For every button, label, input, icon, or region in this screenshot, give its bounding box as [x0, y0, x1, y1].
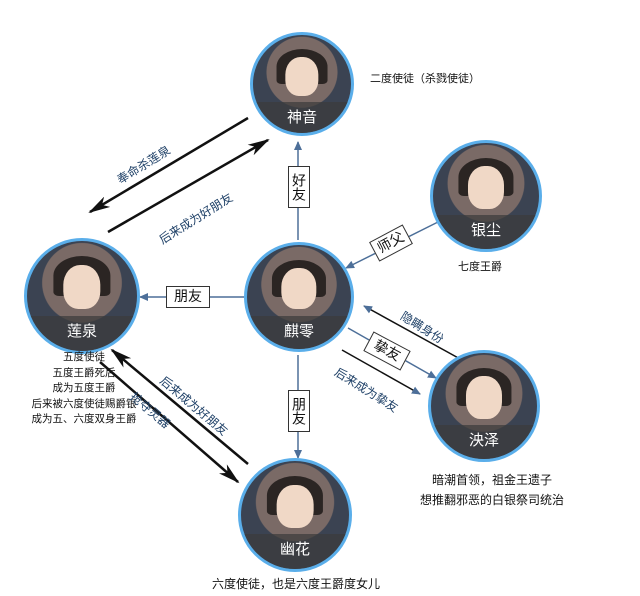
node-yinchen[interactable]: 银尘: [430, 140, 542, 252]
node-jueze[interactable]: 泱泽: [428, 350, 540, 462]
note-youhua: 六度使徒，也是六度王爵度女儿: [212, 577, 381, 591]
node-lianquan-name: 莲泉: [27, 315, 137, 351]
arrow-lianquan-youhua: [99, 361, 240, 484]
note-jueze: 暗潮首领，祖金王遗子 想推翻邪恶的白银祭司统治: [419, 473, 564, 507]
node-shenyin-name: 神音: [253, 101, 351, 133]
node-youhua[interactable]: 幽花: [238, 458, 352, 572]
arrow-qiling-jueze-2: [341, 349, 421, 395]
note-shenyin: 二度使徒（杀戮使徒）: [370, 72, 480, 85]
node-yinchen-name: 银尘: [433, 215, 539, 249]
node-qiling-name: 麒零: [247, 315, 351, 349]
arrow-jueze-qiling: [363, 305, 463, 361]
note-lianquan: 五度使徒 五度王爵死后 成为五度王爵 后来被六度使徒赐爵银 成为五、六度双身王爵: [31, 351, 137, 425]
arrow-shenyin-lianquan: [88, 116, 249, 214]
arrow-lianquan-shenyin: [107, 138, 270, 234]
node-qiling[interactable]: 麒零: [244, 242, 354, 352]
node-youhua-name: 幽花: [241, 534, 349, 569]
rel-haoyou: 好友: [288, 166, 310, 208]
node-jueze-name: 泱泽: [431, 425, 537, 459]
rel-pengyou-down: 朋友: [288, 390, 310, 432]
node-shenyin[interactable]: 神音: [250, 32, 354, 136]
node-lianquan[interactable]: 莲泉: [24, 238, 140, 354]
arrow-youhua-lianquan: [110, 348, 249, 465]
rel-pengyou-left: 朋友: [166, 286, 210, 308]
note-yinchen: 七度王爵: [458, 260, 502, 273]
